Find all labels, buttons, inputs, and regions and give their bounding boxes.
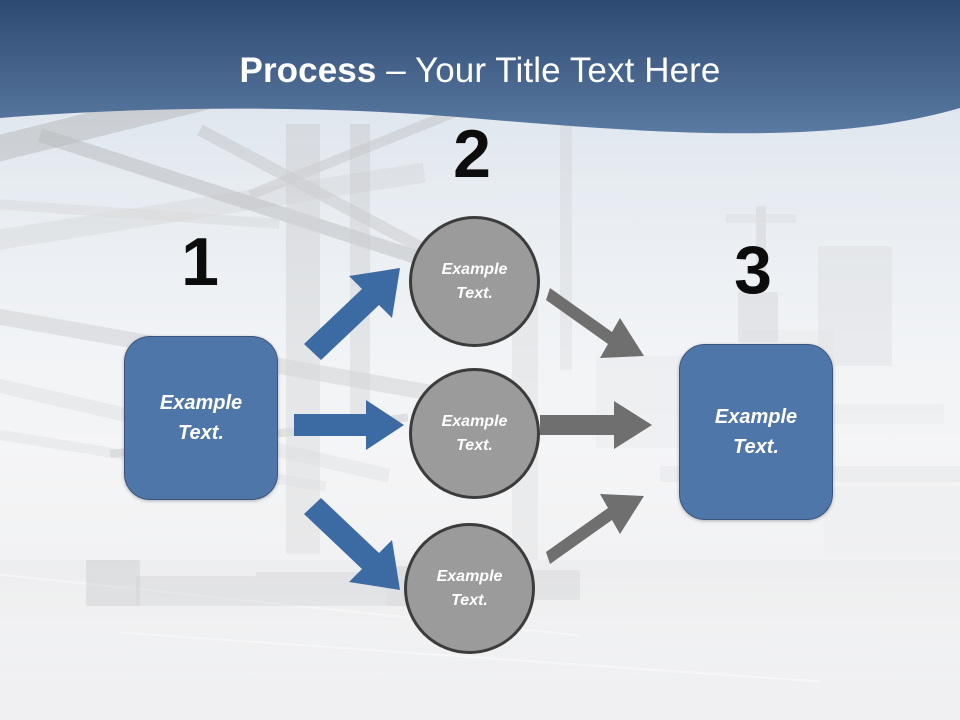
process-box-right[interactable]: Example Text. <box>679 344 833 520</box>
process-circle-3-line2: Text. <box>451 591 488 609</box>
arrow-circle3-to-box3 <box>546 494 644 564</box>
page-title-bold: Process <box>239 51 377 90</box>
page-title-separator: – <box>376 51 415 90</box>
step-number-2: 2 <box>453 116 491 192</box>
process-box-right-text: Example Text. <box>705 402 807 462</box>
arrow-shape <box>546 494 644 564</box>
page-title-light: Your Title Text Here <box>415 51 721 90</box>
arrow-shape <box>540 401 652 449</box>
process-circle-1-line1: Example <box>441 260 508 278</box>
process-circle-1[interactable]: Example Text. <box>409 216 540 347</box>
process-box-right-line2: Text. <box>733 436 779 458</box>
page-title: Process – Your Title Text Here <box>0 50 960 92</box>
header-band-shape <box>0 0 960 134</box>
header-band <box>0 0 960 134</box>
arrow-shape <box>546 288 644 358</box>
arrow-box1-to-circle2 <box>294 400 404 450</box>
process-box-right-line1: Example <box>714 406 798 428</box>
process-circle-2[interactable]: Example Text. <box>409 368 540 499</box>
process-circle-3[interactable]: Example Text. <box>404 523 535 654</box>
arrow-shape <box>304 498 400 590</box>
process-circle-3-text: Example Text. <box>427 565 513 613</box>
process-circle-3-line1: Example <box>436 567 503 585</box>
arrow-circle1-to-box3 <box>546 288 644 358</box>
process-box-left[interactable]: Example Text. <box>124 336 278 500</box>
process-circle-1-text: Example Text. <box>432 258 518 306</box>
process-circle-1-line2: Text. <box>456 284 493 302</box>
process-circle-2-line2: Text. <box>456 436 493 454</box>
arrow-circle2-to-box3 <box>540 401 652 449</box>
step-number-3: 3 <box>734 232 772 308</box>
arrow-shape <box>304 268 400 360</box>
process-circle-2-text: Example Text. <box>432 410 518 458</box>
arrow-box1-to-circle1 <box>304 268 400 360</box>
process-circle-2-line1: Example <box>441 412 508 430</box>
arrow-box1-to-circle3 <box>304 498 400 590</box>
step-number-1: 1 <box>181 224 219 300</box>
process-box-left-text: Example Text. <box>150 388 252 448</box>
arrow-shape <box>294 400 404 450</box>
process-box-left-line1: Example <box>159 392 243 414</box>
process-box-left-line2: Text. <box>178 422 224 444</box>
